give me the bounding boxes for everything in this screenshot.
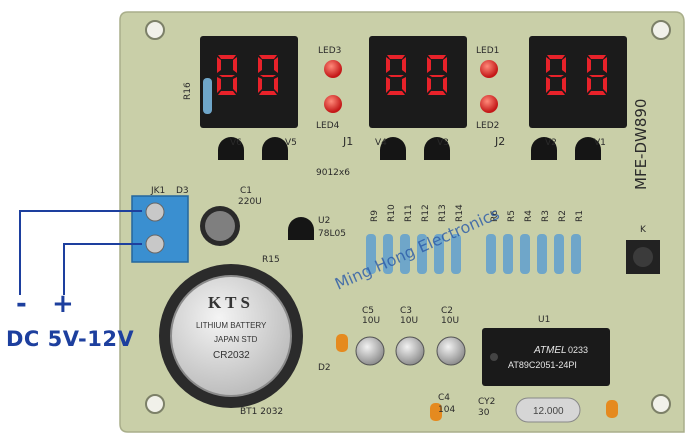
transistor-row — [218, 137, 601, 240]
battery-text-1: LITHIUM BATTERY — [196, 321, 267, 330]
c5-label: C5 — [362, 306, 374, 316]
q5-label: V5 — [285, 138, 297, 148]
q2-label: V2 — [545, 138, 557, 148]
r1-label: R1 — [575, 210, 585, 222]
cy2-label: CY2 — [478, 397, 495, 407]
r2-label: R2 — [558, 210, 568, 222]
transistor-type: 9012x6 — [316, 168, 350, 178]
display-left — [200, 36, 298, 128]
board-model: MFE-DW890 — [632, 99, 650, 190]
polarity-plus-label: + — [52, 289, 74, 319]
u1-label: U1 — [538, 315, 550, 325]
battery-holder-label: BT1 2032 — [240, 407, 283, 417]
r3-label: R3 — [541, 210, 551, 222]
c3-value: 10U — [400, 316, 418, 326]
c5-value: 10U — [362, 316, 380, 326]
mcu-date-code: 0233 — [568, 345, 588, 355]
u2-label: U2 — [318, 216, 330, 226]
j2-label: J2 — [494, 135, 505, 148]
push-button — [626, 240, 660, 274]
crystal — [515, 397, 581, 423]
q1-label: V1 — [594, 138, 606, 148]
q4-label: V4 — [375, 138, 387, 148]
polarity-minus-label: - — [16, 289, 27, 319]
r10-label: R10 — [387, 204, 397, 222]
led-group — [324, 60, 498, 113]
power-wires — [19, 210, 142, 295]
display-right — [529, 36, 627, 128]
c2-value: 10U — [441, 316, 459, 326]
led3-label: LED3 — [318, 46, 341, 56]
r15-label: R15 — [262, 255, 280, 265]
power-jack — [131, 195, 189, 263]
r5-label: R5 — [507, 210, 517, 222]
resistor-r16 — [203, 78, 212, 114]
r16-label: R16 — [183, 82, 193, 100]
coin-battery — [159, 264, 303, 408]
battery-model: CR2032 — [213, 350, 250, 361]
r11-label: R11 — [404, 204, 414, 222]
resistor-array-left — [366, 234, 461, 274]
c4-label: C4 — [438, 393, 450, 403]
capacitor-row — [355, 336, 466, 366]
mounting-holes — [145, 20, 671, 414]
c1-value: 220U — [238, 197, 262, 207]
q3-label: V3 — [437, 138, 449, 148]
power-caption: DC 5V-12V — [6, 327, 135, 351]
battery-text-2: JAPAN STD — [214, 335, 258, 344]
r9-label: R9 — [370, 210, 380, 222]
c4-value: 104 — [438, 405, 455, 415]
c3-label: C3 — [400, 306, 412, 316]
mcu-brand: ATMEL — [533, 345, 567, 356]
jk1-label: JK1 — [150, 186, 165, 196]
r14-label: R14 — [455, 204, 465, 222]
q6-label: V6 — [230, 138, 242, 148]
c1-label: C1 — [240, 186, 252, 196]
mcu-part: AT89C2051-24PI — [508, 360, 577, 370]
led2-label: LED2 — [476, 121, 499, 131]
c2-label: C2 — [441, 306, 453, 316]
d2-label: D2 — [318, 363, 331, 373]
r13-label: R13 — [438, 204, 448, 222]
r12-label: R12 — [421, 204, 431, 222]
d3-label: D3 — [176, 186, 189, 196]
battery-brand: K T S — [208, 293, 250, 312]
mcu-chip — [482, 328, 610, 386]
r6-label: R6 — [490, 210, 500, 222]
led1-label: LED1 — [476, 46, 499, 56]
regulator-label: 78L05 — [318, 229, 346, 239]
k-label: K — [640, 225, 647, 235]
cy2-value: 30 — [478, 408, 490, 418]
r4-label: R4 — [524, 210, 534, 222]
display-middle — [369, 36, 467, 128]
j1-label: J1 — [342, 135, 353, 148]
led4-label: LED4 — [316, 121, 340, 131]
resistor-array-right — [486, 234, 581, 274]
ceramic-caps — [336, 334, 618, 421]
crystal-label: 12.000 — [533, 406, 564, 417]
